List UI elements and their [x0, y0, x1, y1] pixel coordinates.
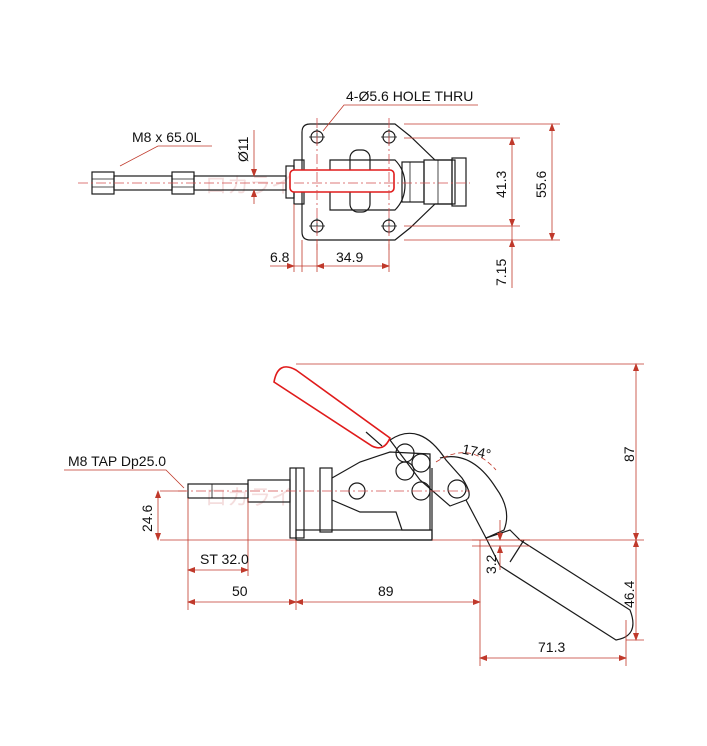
dim-6-8: 6.8 — [270, 249, 290, 265]
dim-dia-11: Ø11 — [235, 136, 251, 162]
tap-note: M8 TAP Dp25.0 — [68, 453, 166, 469]
dim-89: 89 — [378, 583, 394, 599]
hole-note: 4-Ø5.6 HOLE THRU — [346, 88, 473, 104]
dim-41-3: 41.3 — [493, 171, 509, 198]
dim-3-2: 3.2 — [483, 554, 499, 574]
dim-34-9: 34.9 — [336, 249, 363, 265]
dim-stroke: ST 32.0 — [200, 551, 249, 567]
dim-87: 87 — [621, 446, 637, 462]
dim-7-15: 7.15 — [493, 259, 509, 286]
dim-55-6: 55.6 — [533, 171, 549, 198]
dim-50: 50 — [232, 583, 248, 599]
top-view — [78, 104, 560, 288]
dim-46-4: 46.4 — [621, 581, 637, 608]
side-view — [64, 363, 644, 666]
dim-24-6: 24.6 — [139, 505, 155, 532]
dim-71-3: 71.3 — [538, 639, 565, 655]
angle-174: 174° — [461, 441, 493, 463]
bolt-note: M8 x 65.0L — [132, 129, 201, 145]
